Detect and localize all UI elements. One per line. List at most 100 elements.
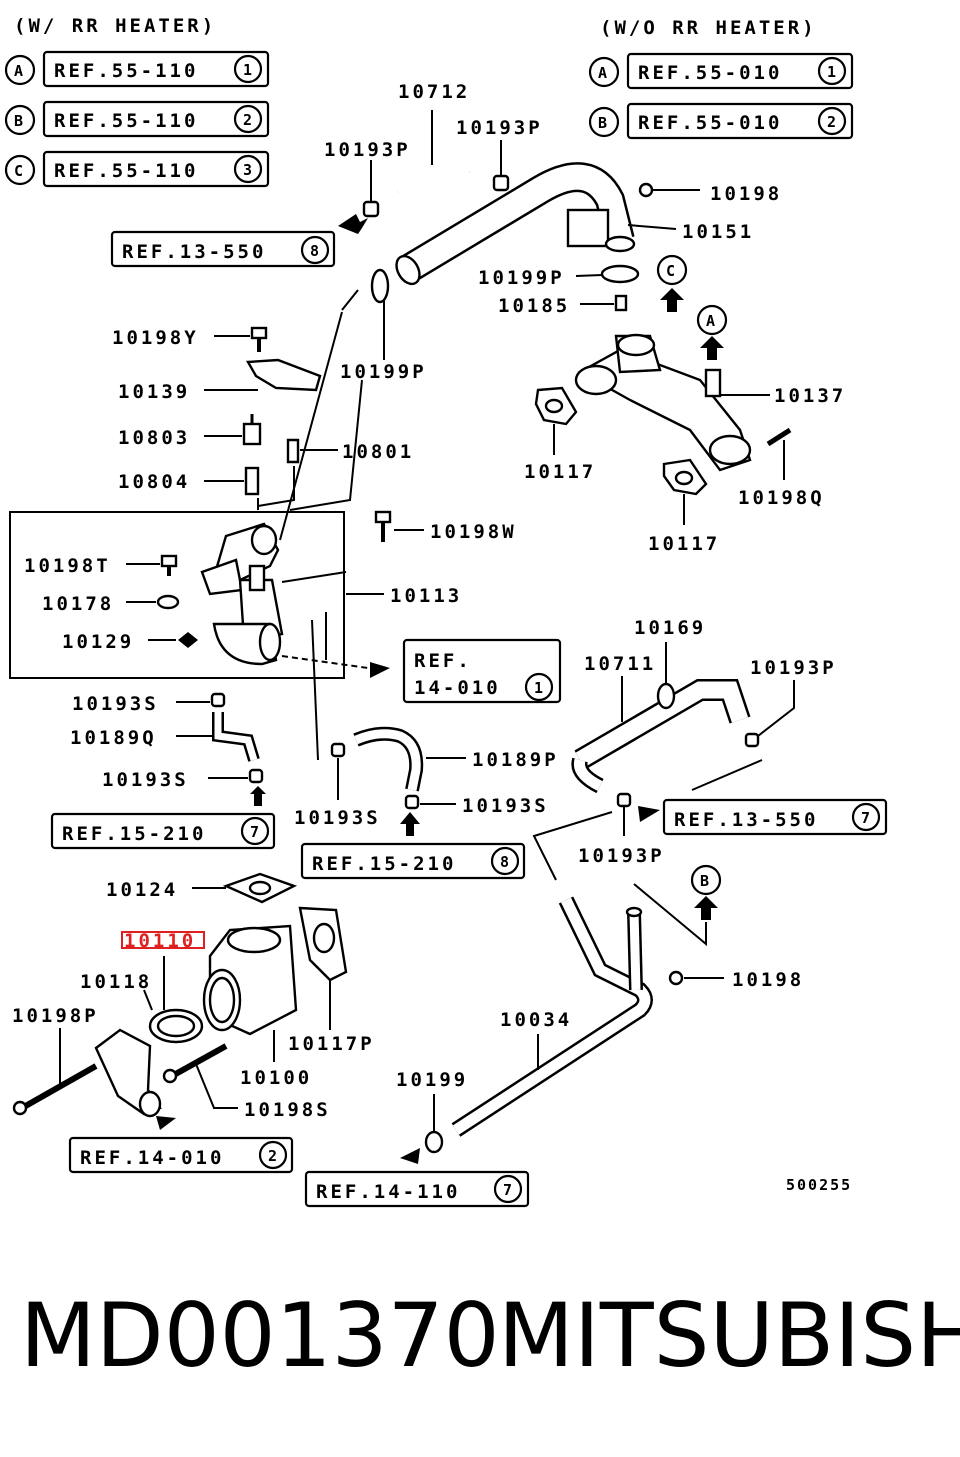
part-10198p-bolt[interactable] xyxy=(12,1028,98,1116)
part-10712-hose[interactable] xyxy=(395,110,473,196)
part-10198-bolt-a[interactable] xyxy=(638,182,700,198)
part-10801-sensor[interactable] xyxy=(286,438,338,464)
part-10193s-clamp-a[interactable] xyxy=(176,692,226,708)
svg-text:REF.14-110: REF.14-110 xyxy=(316,1181,460,1203)
callout-b[interactable]: B xyxy=(633,864,722,947)
ref-15-210-8-box[interactable]: REF.15-210 8 xyxy=(300,842,526,880)
svg-text:7: 7 xyxy=(250,823,259,841)
svg-text:REF.55-010: REF.55-010 xyxy=(638,62,782,84)
part-10178-washer[interactable] xyxy=(126,594,180,610)
part-10199p-oring-b[interactable] xyxy=(370,268,390,304)
part-10185-plug[interactable] xyxy=(614,294,628,312)
arrow-to-ref-14-010-2 xyxy=(156,1116,176,1130)
part-10193p-clamp-d[interactable] xyxy=(616,792,632,836)
label-10712: 10712 xyxy=(398,81,470,103)
svg-text:14-010: 14-010 xyxy=(414,677,501,699)
part-10189p-hose[interactable] xyxy=(353,726,466,792)
ref-14-110-7-box[interactable]: REF.14-110 7 xyxy=(304,1170,530,1208)
svg-text:A: A xyxy=(598,64,607,82)
arrow-to-ref-15-210-8 xyxy=(400,812,420,836)
ref-13-550-8-box[interactable]: REF.13-550 8 xyxy=(110,230,336,268)
svg-text:2: 2 xyxy=(243,111,252,129)
part-10198y-bolt[interactable] xyxy=(214,326,268,352)
highlight-box-10110 xyxy=(121,931,205,949)
header-with-rr-heater: (W/ RR HEATER) xyxy=(14,15,216,37)
part-10198-bolt-b[interactable] xyxy=(668,970,724,986)
legend-right-b[interactable]: B REF.55-010 2 xyxy=(588,102,854,140)
part-10118-inlet[interactable] xyxy=(94,1028,162,1118)
part-10711-pipe[interactable] xyxy=(571,676,751,794)
part-10151-pipe[interactable] xyxy=(392,162,677,288)
label-10193s-c: 10193S xyxy=(294,807,381,829)
label-10117-a: 10117 xyxy=(524,461,596,483)
label-10198y: 10198Y xyxy=(112,327,199,349)
ref-14-010-2-box[interactable]: REF.14-010 2 xyxy=(68,1136,294,1174)
ref-13-550-7-box[interactable]: REF.13-550 7 xyxy=(662,798,888,836)
svg-text:B: B xyxy=(700,872,709,890)
part-10100-housing[interactable] xyxy=(202,924,298,1062)
svg-text:2: 2 xyxy=(827,113,836,131)
part-10199-oring[interactable] xyxy=(424,1094,444,1154)
part-10129-gasket[interactable] xyxy=(148,632,198,648)
part-10117p-gasket[interactable] xyxy=(298,906,348,1030)
svg-text:REF.55-010: REF.55-010 xyxy=(638,112,782,134)
part-10193s-clamp-c[interactable] xyxy=(330,742,346,800)
part-10198w-bolt[interactable] xyxy=(374,510,424,542)
part-10034-pipe[interactable] xyxy=(451,811,653,1137)
legend-left-a[interactable]: A REF.55-110 1 xyxy=(4,50,270,88)
svg-text:1: 1 xyxy=(534,679,543,697)
part-10110-thermostat[interactable] xyxy=(143,956,204,1044)
label-10193p-b: 10193P xyxy=(456,117,543,139)
svg-text:REF.55-110: REF.55-110 xyxy=(54,110,198,132)
legend-right-a[interactable]: A REF.55-010 1 xyxy=(588,52,854,90)
ref-15-210-7-box[interactable]: REF.15-210 7 xyxy=(50,812,276,850)
arrow-to-ref-14-010-1 xyxy=(370,662,390,678)
label-10189q: 10189Q xyxy=(70,727,157,749)
label-10193s-a: 10193S xyxy=(72,693,159,715)
part-10139-bracket[interactable] xyxy=(204,358,322,392)
label-10803: 10803 xyxy=(118,427,190,449)
label-10198w: 10198W xyxy=(430,521,517,543)
part-10198s-bolt[interactable] xyxy=(162,1043,238,1109)
svg-text:REF.55-110: REF.55-110 xyxy=(54,160,198,182)
label-10193s-d: 10193S xyxy=(462,795,549,817)
part-10803-sensor[interactable] xyxy=(204,414,262,446)
label-10199p-a: 10199P xyxy=(478,267,565,289)
part-10193s-clamp-d[interactable] xyxy=(404,794,456,810)
part-10137-manifold[interactable] xyxy=(574,333,770,472)
part-10124-gasket[interactable] xyxy=(192,872,298,904)
label-10117p: 10117P xyxy=(288,1033,375,1055)
ref-14-010-1-box[interactable]: REF. 14-010 1 xyxy=(402,638,562,704)
part-10198q-bolt[interactable] xyxy=(766,427,792,480)
part-10193p-clamp-c[interactable] xyxy=(691,680,795,791)
part-10193s-clamp-b[interactable] xyxy=(208,768,264,784)
legend-left-c[interactable]: C REF.55-110 3 xyxy=(4,150,270,188)
label-10113: 10113 xyxy=(390,585,462,607)
part-10193p-clamp-a[interactable] xyxy=(362,200,380,218)
svg-text:C: C xyxy=(14,162,23,180)
part-10193p-clamp-b[interactable] xyxy=(492,174,510,192)
label-10034: 10034 xyxy=(500,1009,572,1031)
label-10185: 10185 xyxy=(498,295,570,317)
callout-a-manifold[interactable]: A xyxy=(696,304,728,360)
part-10199p-oring-a[interactable] xyxy=(600,264,640,284)
label-10198q: 10198Q xyxy=(738,487,825,509)
callout-c[interactable]: C xyxy=(656,254,688,312)
label-10801: 10801 xyxy=(342,441,414,463)
svg-text:A: A xyxy=(706,312,715,330)
footer-brand: MITSUBISHI xyxy=(498,1284,960,1387)
part-10189q-hose[interactable] xyxy=(176,712,260,762)
legend-left-b[interactable]: B REF.55-110 2 xyxy=(4,100,270,138)
part-10804-sensor[interactable] xyxy=(204,466,260,496)
svg-text:REF.15-210: REF.15-210 xyxy=(62,823,206,845)
label-10124: 10124 xyxy=(106,879,178,901)
part-10198t-bolt[interactable] xyxy=(126,554,178,576)
label-10193p-c: 10193P xyxy=(750,657,837,679)
part-10169-clamp[interactable] xyxy=(656,642,676,710)
part-10113-housing[interactable] xyxy=(200,522,384,666)
label-10117-b: 10117 xyxy=(648,533,720,555)
svg-text:C: C xyxy=(666,262,675,280)
svg-text:REF.14-010: REF.14-010 xyxy=(80,1147,224,1169)
label-10199p-b: 10199P xyxy=(340,361,427,383)
